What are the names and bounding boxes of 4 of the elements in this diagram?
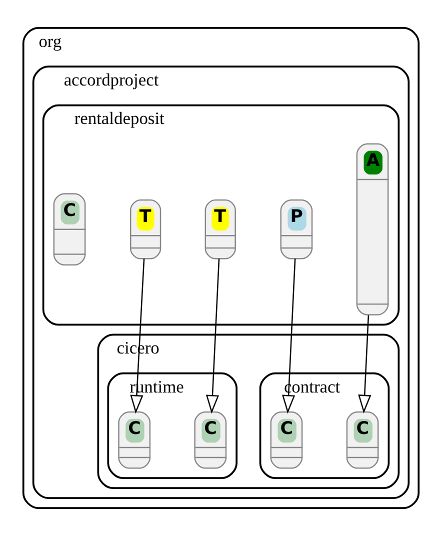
arrow (206, 258, 220, 414)
arrow (130, 258, 145, 414)
arrow (358, 314, 372, 414)
arrow (282, 258, 296, 414)
